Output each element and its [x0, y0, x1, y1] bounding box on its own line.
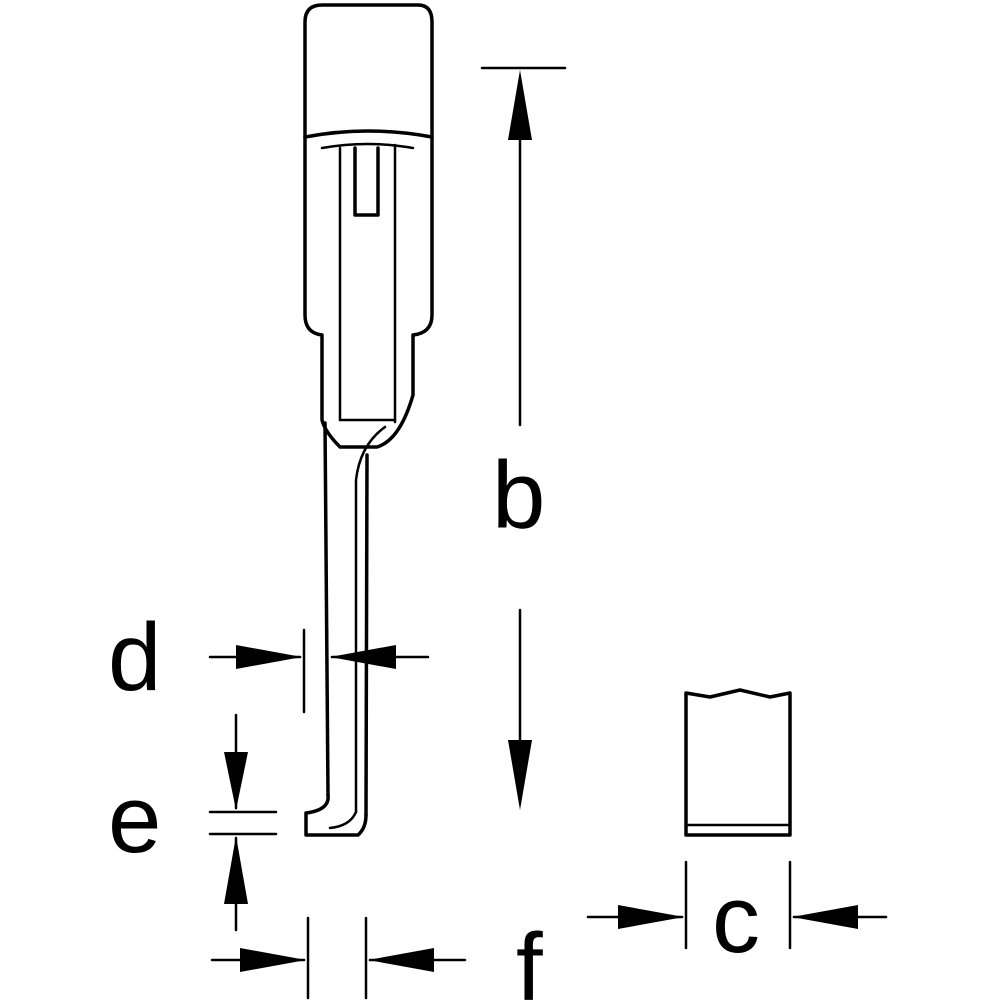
jaw-shaft-right [364, 453, 369, 817]
dimension-c-left-arrowhead [618, 905, 684, 929]
dimension-e-label: e [108, 766, 161, 873]
dimension-c-right-arrowhead [792, 905, 858, 929]
jaw-head-band [303, 129, 434, 139]
dimension-d-label: d [108, 604, 161, 711]
jaw-hook-tip [304, 793, 368, 837]
dimension-b-bottom-arrowhead [508, 740, 532, 810]
jaw-slot [353, 146, 380, 217]
dimension-b: b [480, 66, 567, 810]
jaw-head-outline [303, 3, 434, 449]
dimension-c: c [586, 860, 888, 973]
dimension-f-left-arrowhead [240, 948, 306, 972]
dimension-e-top-arrowhead [224, 752, 248, 810]
jaw-shaft-left [323, 421, 330, 797]
dimension-c-label: c [712, 866, 760, 973]
dimension-e-bottom-arrowhead [224, 836, 248, 904]
dimension-b-top-arrowhead [508, 70, 532, 140]
dimension-b-label: b [492, 442, 545, 549]
dimension-d-left-arrowhead [236, 645, 302, 669]
dimension-d: d [108, 604, 430, 714]
cross-section-outline [684, 688, 792, 837]
dimension-e: e [108, 713, 278, 932]
jaw-head-band-lower [320, 142, 415, 150]
dimension-d-right-arrowhead [330, 645, 396, 669]
puller-jaw-body [303, 3, 434, 837]
jaw-shaft-bevel [354, 425, 387, 814]
jaw-cross-section [684, 688, 792, 837]
dimension-f-right-arrowhead [368, 948, 434, 972]
dimension-f-label: f [516, 914, 543, 1000]
jaw-hook-inner [328, 810, 358, 830]
dimension-f: f [210, 914, 543, 1000]
